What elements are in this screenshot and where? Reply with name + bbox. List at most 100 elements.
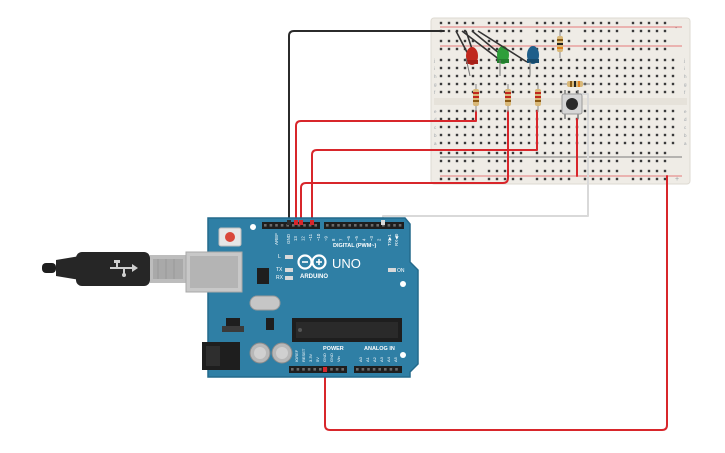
analog-header[interactable] xyxy=(354,366,402,373)
breadboard-hole[interactable] xyxy=(559,109,563,113)
breadboard-hole[interactable] xyxy=(447,159,451,163)
breadboard-hole[interactable] xyxy=(655,82,659,86)
breadboard-hole[interactable] xyxy=(599,82,603,86)
breadboard-hole[interactable] xyxy=(639,66,643,70)
breadboard-hole[interactable] xyxy=(527,133,531,137)
breadboard-hole[interactable] xyxy=(503,159,507,163)
breadboard-holes[interactable] xyxy=(439,21,675,181)
breadboard-hole[interactable] xyxy=(495,90,499,94)
breadboard-hole[interactable] xyxy=(495,117,499,121)
breadboard-hole[interactable] xyxy=(647,47,651,51)
breadboard-hole[interactable] xyxy=(671,141,675,145)
breadboard-hole[interactable] xyxy=(463,82,467,86)
breadboard-hole[interactable] xyxy=(551,177,555,181)
breadboard-hole[interactable] xyxy=(647,74,651,78)
breadboard-hole[interactable] xyxy=(511,82,515,86)
breadboard-hole[interactable] xyxy=(463,159,467,163)
breadboard-hole[interactable] xyxy=(559,125,563,129)
header-pin[interactable] xyxy=(297,224,301,227)
header-pin[interactable] xyxy=(393,224,396,227)
breadboard-hole[interactable] xyxy=(631,47,635,51)
breadboard-hole[interactable] xyxy=(559,82,563,86)
breadboard-hole[interactable] xyxy=(495,125,499,129)
breadboard-hole[interactable] xyxy=(527,82,531,86)
breadboard-hole[interactable] xyxy=(655,177,659,181)
breadboard-hole[interactable] xyxy=(495,29,499,33)
breadboard-hole[interactable] xyxy=(631,151,635,155)
breadboard-hole[interactable] xyxy=(447,82,451,86)
breadboard-hole[interactable] xyxy=(591,109,595,113)
breadboard-hole[interactable] xyxy=(559,58,563,62)
breadboard-hole[interactable] xyxy=(487,117,491,121)
led-blue[interactable] xyxy=(477,30,539,64)
breadboard-hole[interactable] xyxy=(511,177,515,181)
breadboard-hole[interactable] xyxy=(551,82,555,86)
breadboard-hole[interactable] xyxy=(439,133,443,137)
breadboard-hole[interactable] xyxy=(519,169,523,173)
breadboard-hole[interactable] xyxy=(655,133,659,137)
breadboard-hole[interactable] xyxy=(463,74,467,78)
breadboard-hole[interactable] xyxy=(663,151,667,155)
breadboard-hole[interactable] xyxy=(631,82,635,86)
breadboard-hole[interactable] xyxy=(575,58,579,62)
breadboard-hole[interactable] xyxy=(623,82,627,86)
header-pin[interactable] xyxy=(280,224,284,227)
header-pin[interactable] xyxy=(341,368,344,371)
breadboard-hole[interactable] xyxy=(551,159,555,163)
breadboard-hole[interactable] xyxy=(663,125,667,129)
breadboard-hole[interactable] xyxy=(455,29,459,33)
header-pin[interactable] xyxy=(384,368,387,371)
breadboard-hole[interactable] xyxy=(583,58,587,62)
breadboard-hole[interactable] xyxy=(463,177,467,181)
breadboard-hole[interactable] xyxy=(671,125,675,129)
breadboard-hole[interactable] xyxy=(455,66,459,70)
header-pin[interactable] xyxy=(359,224,363,227)
breadboard-hole[interactable] xyxy=(551,141,555,145)
breadboard-hole[interactable] xyxy=(487,21,491,25)
breadboard-hole[interactable] xyxy=(631,169,635,173)
breadboard-hole[interactable] xyxy=(439,21,443,25)
breadboard-hole[interactable] xyxy=(655,39,659,43)
wire-pin13-red[interactable] xyxy=(295,110,477,223)
breadboard-hole[interactable] xyxy=(535,29,539,33)
breadboard-hole[interactable] xyxy=(647,151,651,155)
breadboard-hole[interactable] xyxy=(639,47,643,51)
breadboard-hole[interactable] xyxy=(487,58,491,62)
breadboard-hole[interactable] xyxy=(639,90,643,94)
header-pin[interactable] xyxy=(365,224,368,227)
header-pin[interactable] xyxy=(264,224,267,227)
breadboard-hole[interactable] xyxy=(559,29,563,33)
breadboard-hole[interactable] xyxy=(503,117,507,121)
breadboard-hole[interactable] xyxy=(487,141,491,145)
breadboard-hole[interactable] xyxy=(639,159,643,163)
header-pin[interactable] xyxy=(319,368,322,371)
breadboard-hole[interactable] xyxy=(495,47,499,51)
breadboard-hole[interactable] xyxy=(599,66,603,70)
breadboard-hole[interactable] xyxy=(527,117,531,121)
breadboard-hole[interactable] xyxy=(567,58,571,62)
breadboard-hole[interactable] xyxy=(511,66,515,70)
breadboard-hole[interactable] xyxy=(559,90,563,94)
breadboard-hole[interactable] xyxy=(639,169,643,173)
breadboard-hole[interactable] xyxy=(615,47,619,51)
breadboard-hole[interactable] xyxy=(543,109,547,113)
breadboard-hole[interactable] xyxy=(623,58,627,62)
breadboard-hole[interactable] xyxy=(487,29,491,33)
breadboard-hole[interactable] xyxy=(615,177,619,181)
breadboard-hole[interactable] xyxy=(631,29,635,33)
breadboard-hole[interactable] xyxy=(567,66,571,70)
breadboard-hole[interactable] xyxy=(479,66,483,70)
breadboard-hole[interactable] xyxy=(551,109,555,113)
breadboard-hole[interactable] xyxy=(583,39,587,43)
breadboard-hole[interactable] xyxy=(551,125,555,129)
breadboard-hole[interactable] xyxy=(559,74,563,78)
breadboard-hole[interactable] xyxy=(543,47,547,51)
breadboard-hole[interactable] xyxy=(607,159,611,163)
breadboard-hole[interactable] xyxy=(543,169,547,173)
breadboard-hole[interactable] xyxy=(495,39,499,43)
breadboard-hole[interactable] xyxy=(591,21,595,25)
breadboard-hole[interactable] xyxy=(471,177,475,181)
breadboard-hole[interactable] xyxy=(615,141,619,145)
breadboard-hole[interactable] xyxy=(559,21,563,25)
breadboard-hole[interactable] xyxy=(447,125,451,129)
